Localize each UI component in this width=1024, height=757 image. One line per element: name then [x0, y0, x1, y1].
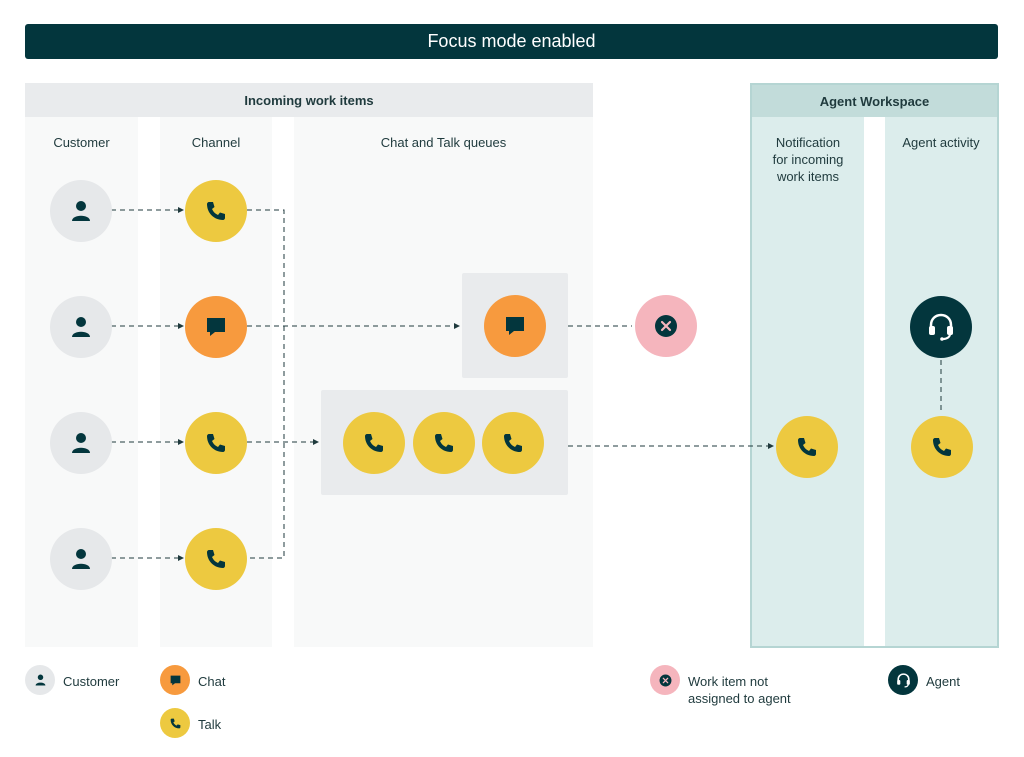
- agent-workspace-header: Agent Workspace: [752, 85, 997, 117]
- person-icon: [35, 674, 46, 686]
- legend-chat-swatch: [160, 665, 190, 695]
- person-icon: [71, 432, 91, 454]
- chat-channel-node: [185, 296, 247, 358]
- legend-not-assigned-line: Work item not: [688, 674, 768, 689]
- headset-icon: [925, 311, 957, 343]
- headset-icon: [895, 672, 912, 689]
- agent-workspace-title: Agent Workspace: [819, 93, 930, 109]
- incoming-panel-header: Incoming work items: [25, 83, 593, 117]
- phone-icon: [930, 435, 954, 459]
- person-icon: [71, 548, 91, 570]
- phone-icon: [432, 431, 456, 455]
- agent-activity-talk-node: [911, 416, 973, 478]
- legend-chat-label: Chat: [198, 674, 226, 689]
- person-icon: [71, 316, 91, 338]
- chat-bubble-icon: [503, 314, 527, 338]
- phone-icon: [204, 199, 228, 223]
- chat-queue-item: [484, 295, 546, 357]
- customer-node: [50, 412, 112, 474]
- phone-icon: [204, 547, 228, 571]
- agent-activity-column-label: Agent activity: [902, 135, 980, 150]
- chat-bubble-icon: [204, 315, 228, 339]
- agent-node: [910, 296, 972, 358]
- talk-queue-item: [343, 412, 405, 474]
- workspace-divider: [864, 117, 885, 646]
- notification-talk-node: [776, 416, 838, 478]
- phone-icon: [169, 717, 182, 730]
- talk-queue-item: [482, 412, 544, 474]
- phone-icon: [204, 431, 228, 455]
- notification-label-line: work items: [776, 169, 840, 184]
- legend-customer-label: Customer: [63, 674, 120, 689]
- talk-channel-node: [185, 412, 247, 474]
- customer-column-label: Customer: [53, 135, 110, 150]
- x-circle-icon: [654, 314, 678, 338]
- legend-talk-label: Talk: [198, 717, 222, 732]
- customer-node: [50, 180, 112, 242]
- legend-agent-label: Agent: [926, 674, 960, 689]
- phone-icon: [362, 431, 386, 455]
- queues-column-label: Chat and Talk queues: [380, 135, 507, 150]
- notification-label-line: Notification: [775, 135, 841, 150]
- legend-talk-swatch: [160, 708, 190, 738]
- banner-title: Focus mode enabled: [427, 31, 596, 51]
- legend-not-assigned-label: Work item not assigned to agent: [688, 673, 791, 707]
- queues-column: [294, 117, 593, 647]
- legend-agent-swatch: [888, 665, 918, 695]
- customer-node: [50, 528, 112, 590]
- notification-column-label: Notification for incoming work items: [752, 134, 864, 185]
- legend-customer-swatch: [25, 665, 55, 695]
- notification-label-line: for incoming: [772, 152, 844, 167]
- connector-talk-bracket: [247, 209, 285, 559]
- talk-queue-item: [413, 412, 475, 474]
- person-icon: [71, 200, 91, 222]
- chat-bubble-icon: [169, 674, 182, 687]
- talk-channel-node: [185, 528, 247, 590]
- phone-icon: [501, 431, 525, 455]
- legend-not-assigned-swatch: [650, 665, 680, 695]
- incoming-panel-title: Incoming work items: [244, 92, 374, 108]
- customer-node: [50, 296, 112, 358]
- channel-column-label: Channel: [191, 135, 241, 150]
- legend-not-assigned-line: assigned to agent: [688, 691, 791, 706]
- focus-mode-banner: Focus mode enabled: [25, 24, 998, 59]
- talk-channel-node: [185, 180, 247, 242]
- x-circle-icon: [659, 674, 672, 687]
- not-assigned-node: [635, 295, 697, 357]
- phone-icon: [795, 435, 819, 459]
